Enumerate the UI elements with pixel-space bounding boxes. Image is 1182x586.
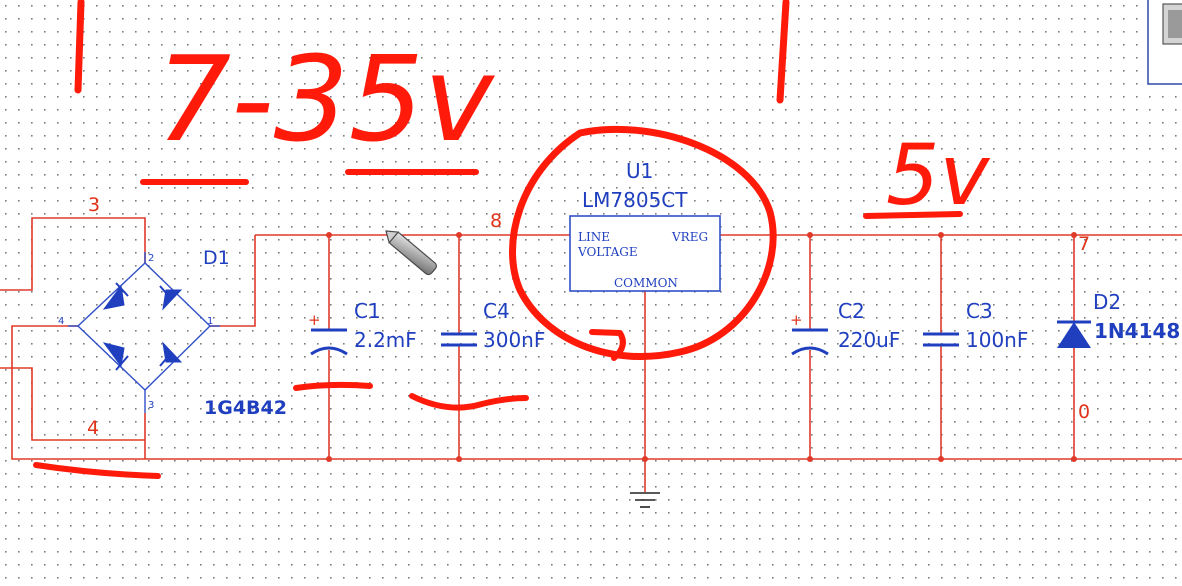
u1-pin-voltage: VOLTAGE <box>577 245 638 259</box>
u1-pin-line: LINE <box>578 230 610 244</box>
bridge-part-label: 1G4B42 <box>204 397 287 419</box>
u1-part-label: LM7805CT <box>582 188 688 212</box>
capacitor-c4[interactable]: C4 300nF <box>441 299 545 352</box>
bridge-pin-1: 1 <box>207 316 213 327</box>
c4-value-label: 300nF <box>483 328 545 352</box>
handwritten-text: 7-35v 5v <box>156 30 990 224</box>
capacitor-c2[interactable]: + C2 220uF <box>790 299 900 356</box>
wires <box>0 217 1182 492</box>
c3-ref-label: C3 <box>966 299 993 323</box>
c4-ref-label: C4 <box>483 299 510 323</box>
net-label-4: 4 <box>87 417 99 439</box>
net-label-0: 0 <box>1078 401 1090 423</box>
u1-ref-label: U1 <box>626 159 653 183</box>
window-fragment-top-right <box>1147 0 1182 85</box>
u1-pin-vreg: VREG <box>671 230 708 244</box>
net-label-7: 7 <box>1078 233 1090 255</box>
bridge-pin-4: 4 <box>58 316 64 327</box>
regulator-u1[interactable]: LINE VOLTAGE VREG COMMON U1 LM7805CT <box>569 159 721 292</box>
net-labels: 3 4 8 7 0 <box>87 194 1090 439</box>
c2-ref-label: C2 <box>838 299 865 323</box>
probe-cursor[interactable] <box>382 226 438 277</box>
input-voltage-range-note: 7-35v <box>156 30 496 168</box>
capacitor-c1[interactable]: + C1 2.2mF <box>308 299 417 356</box>
ground-symbol <box>630 492 660 508</box>
diode-d2[interactable]: D2 1N4148 <box>1057 290 1180 348</box>
junctions <box>326 232 1077 462</box>
net-label-3: 3 <box>88 194 100 216</box>
d2-ref-label: D2 <box>1093 290 1121 314</box>
capacitor-c3[interactable]: C3 100nF <box>923 299 1028 352</box>
u1-pin-common: COMMON <box>614 276 678 290</box>
bridge-pin-3: 3 <box>148 400 154 411</box>
c2-value-label: 220uF <box>838 328 900 352</box>
d2-part-label: 1N4148 <box>1094 319 1180 343</box>
c1-ref-label: C1 <box>354 299 381 323</box>
c1-polarity: + <box>308 311 321 329</box>
c2-polarity: + <box>790 311 803 329</box>
bridge-pin-2: 2 <box>148 253 154 264</box>
handwritten-annotations <box>33 0 963 479</box>
c3-value-label: 100nF <box>966 328 1028 352</box>
bridge-rectifier-d1[interactable]: 2 1 4 3 D1 1G4B42 <box>58 247 287 419</box>
c1-value-label: 2.2mF <box>354 328 417 352</box>
output-voltage-note: 5v <box>886 126 990 224</box>
bridge-ref-label: D1 <box>203 247 230 269</box>
net-label-8: 8 <box>490 210 502 232</box>
